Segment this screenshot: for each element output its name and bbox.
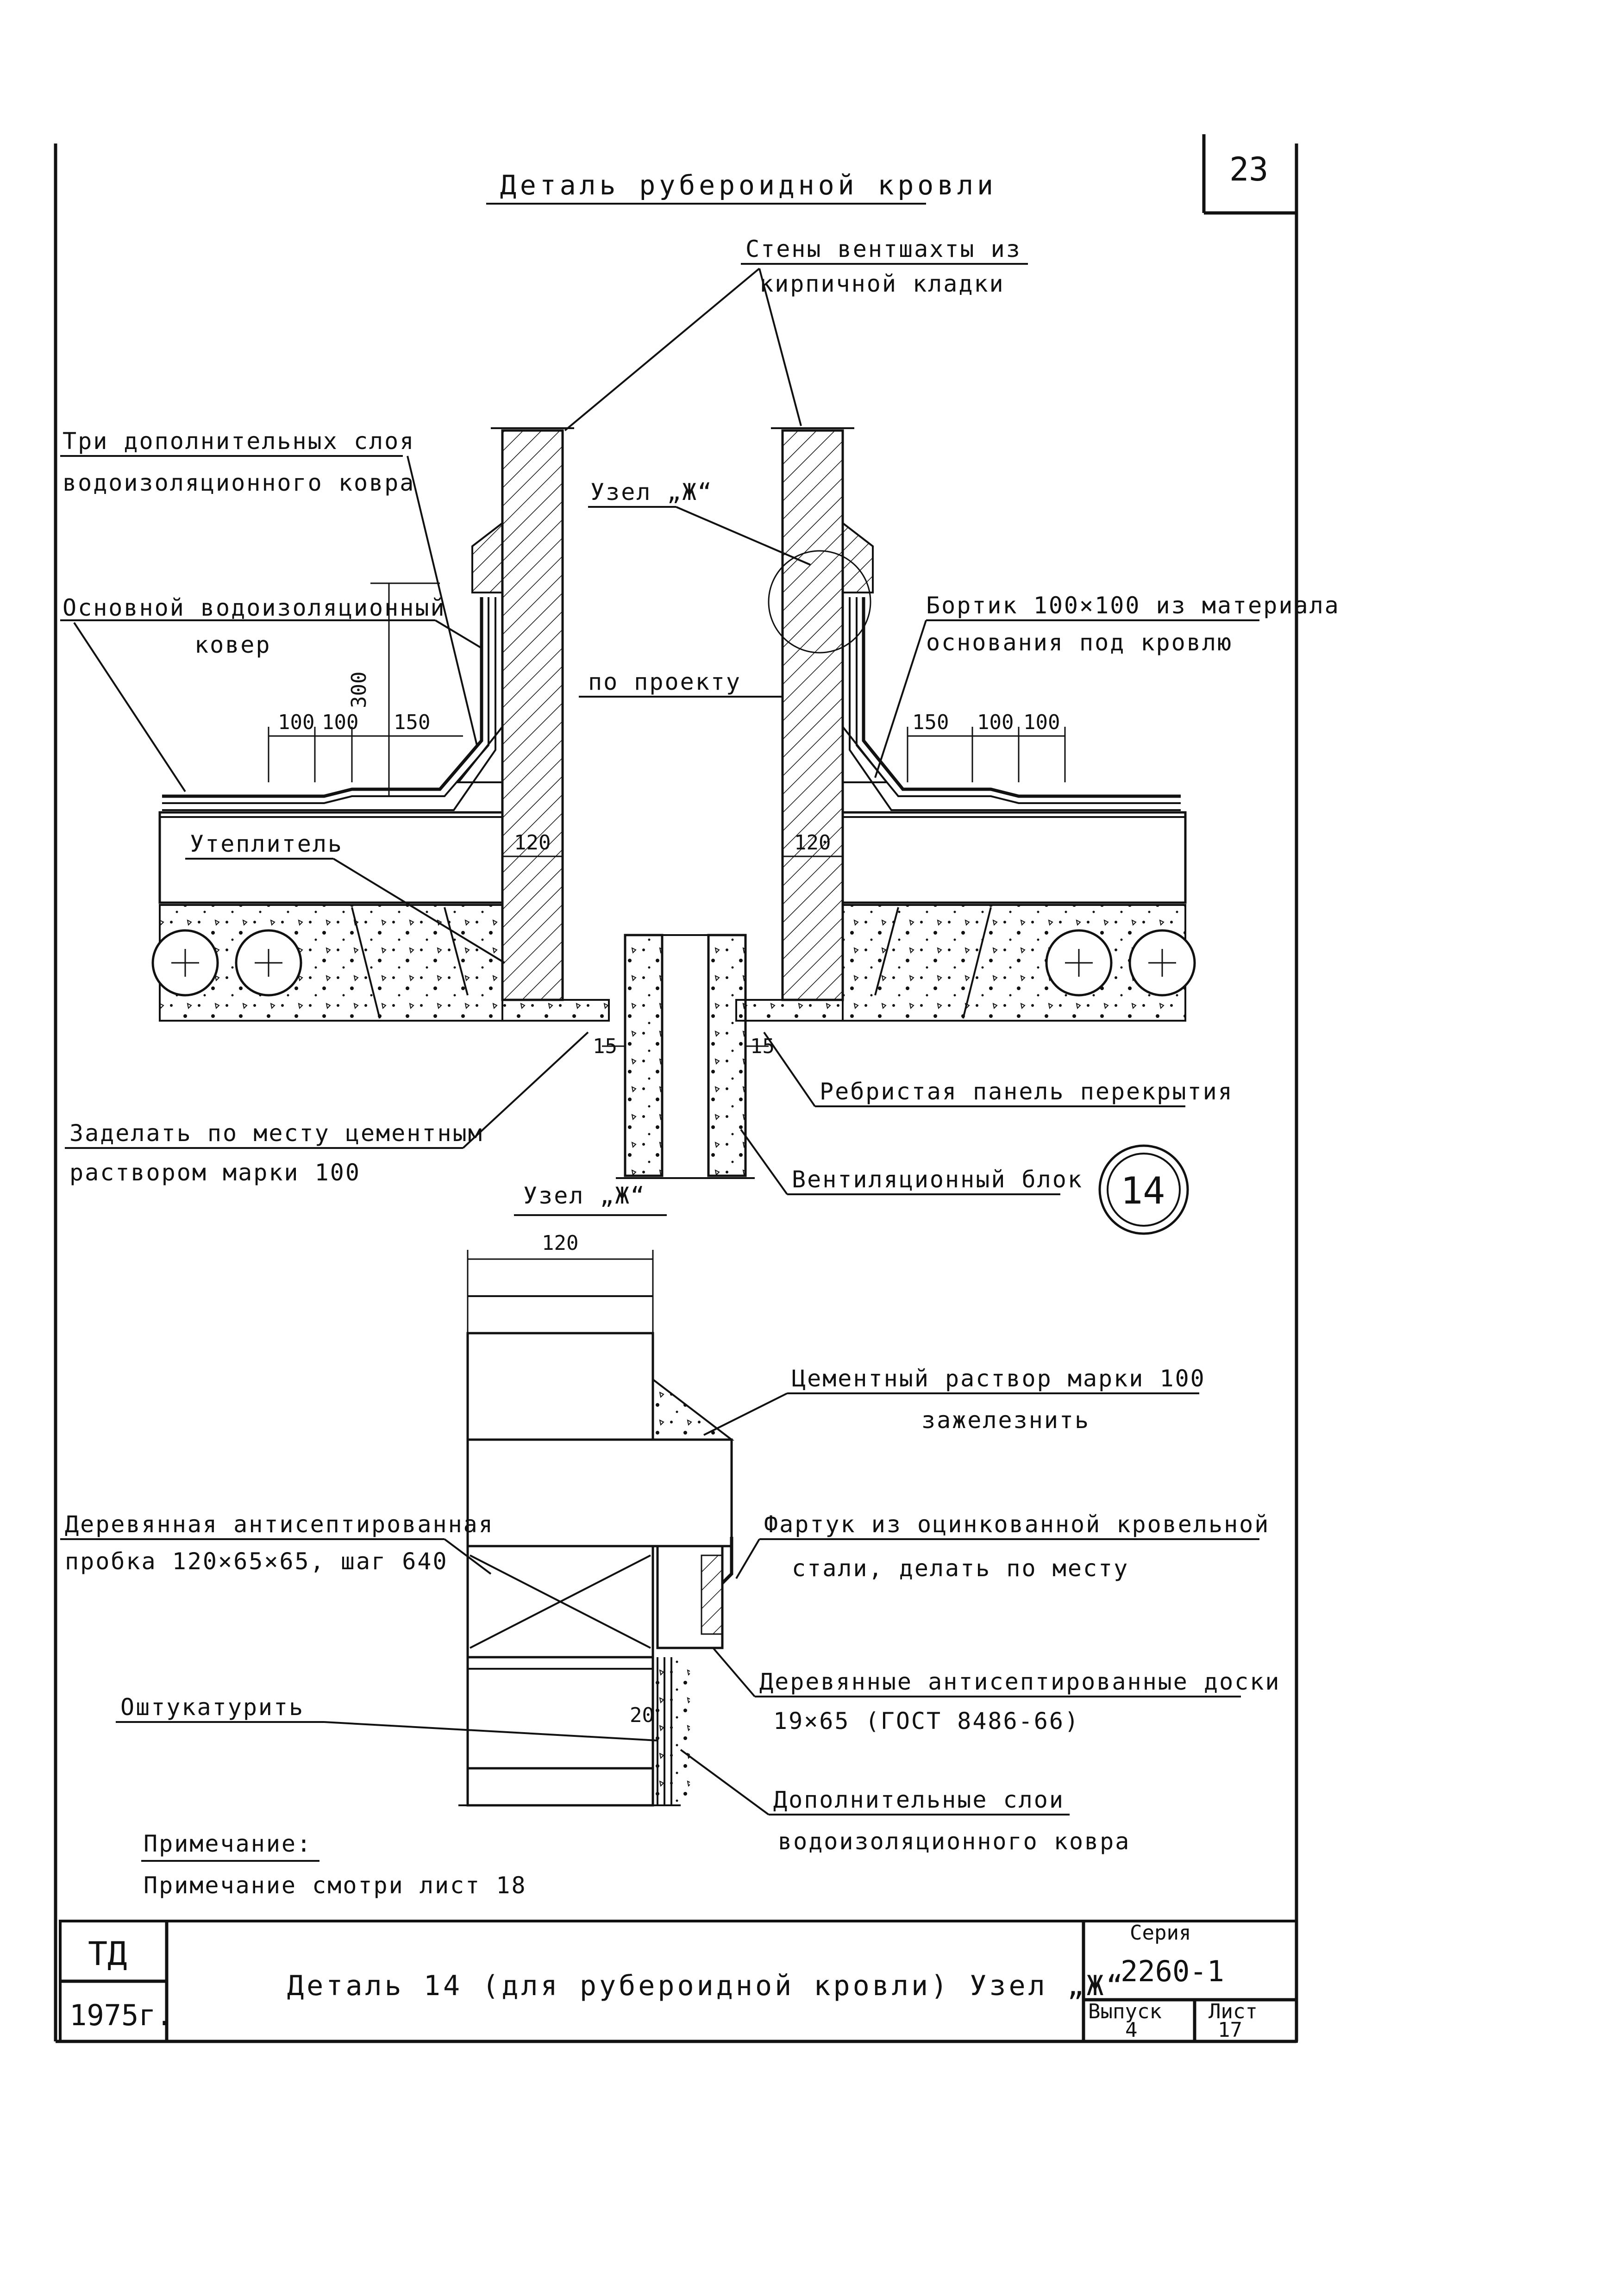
label-main-carpet-1: Основной водоизоляционный [63, 594, 446, 621]
node-labels: Цементный раствор марки 100 зажелезнить … [65, 1365, 1281, 1855]
dim-100-d: 100 [1023, 711, 1060, 734]
dim-120-b: 120 [794, 831, 831, 855]
main-section [151, 427, 1196, 1179]
label-plaster: Оштукатурить [120, 1694, 304, 1721]
dim-120-c: 120 [542, 1231, 578, 1255]
label-plug-2: пробка 120×65×65, шаг 640 [65, 1548, 448, 1575]
insulation-left [158, 811, 504, 904]
left-brick-wall [501, 429, 564, 1001]
page-title: Деталь рубероидной кровли [500, 169, 997, 201]
tb-sheet-value: 17 [1218, 2018, 1242, 2042]
label-per-project: по проекту [588, 668, 741, 695]
label-seal-1: Заделать по месту цементным [69, 1120, 483, 1147]
vent-block-left-wall [624, 934, 664, 1177]
dim-100-b: 100 [322, 711, 358, 734]
dim-20: 20 [630, 1703, 654, 1727]
dim-150-a: 150 [394, 711, 430, 734]
label-add-layers-1: Дополнительные слои [773, 1786, 1065, 1813]
tb-sheet-label: Лист [1209, 2000, 1258, 2023]
label-curb-1: Бортик 100×100 из материала [926, 592, 1340, 619]
insulation-right [841, 811, 1187, 904]
ribbed-panel-right [842, 904, 1186, 1022]
tb-name: Деталь 14 (для рубероидной кровли) Узел … [287, 1970, 1126, 2002]
label-cement-1: Цементный раствор марки 100 [792, 1365, 1206, 1392]
label-vent-block: Вентиляционный блок [792, 1166, 1083, 1193]
label-boards-2: 19×65 (ГОСТ 8486-66) [773, 1708, 1080, 1734]
label-apron-2: стали, делать по месту [792, 1555, 1129, 1582]
dim-150-b: 150 [912, 711, 949, 734]
tb-series-label: Серия [1130, 1921, 1191, 1945]
dim-100-a: 100 [278, 711, 314, 734]
label-seal-2: раствором марки 100 [69, 1159, 361, 1186]
label-extra-layers-1: Три дополнительных слоя [63, 428, 415, 455]
note-text: Примечание смотри лист 18 [144, 1872, 527, 1899]
detail-number-circle [1098, 1144, 1189, 1235]
dim-100-c: 100 [977, 711, 1014, 734]
note-title: Примечание: [144, 1830, 312, 1857]
dim-300: 300 [347, 672, 371, 708]
dim-15-b: 15 [750, 1035, 775, 1058]
detail-number: 14 [1121, 1169, 1165, 1212]
title-block [59, 1920, 1298, 2043]
label-extra-layers-2: водоизоляционного ковра [63, 469, 415, 496]
tb-issue-value: 4 [1125, 2018, 1138, 2042]
tb-series-value: 2260-1 [1121, 1954, 1224, 1988]
page-number: 23 [1229, 150, 1268, 188]
node-leaders: 20 [60, 1392, 1259, 1816]
label-plug-1: Деревянная антисептированная [65, 1511, 494, 1538]
dim-15-a: 15 [593, 1035, 617, 1058]
main-labels: Стены вентшахты из кирпичной кладки Три … [63, 236, 1340, 1193]
label-ribbed-panel: Ребристая панель перекрытия [820, 1078, 1234, 1105]
tb-year: 1975г. [69, 1998, 173, 2032]
label-main-carpet-2: ковер [194, 631, 271, 658]
label-boards-1: Деревянные антисептированные доски [759, 1668, 1281, 1695]
label-add-layers-2: водоизоляционного ковра [778, 1828, 1130, 1855]
label-shaft-walls-1: Стены вентшахты из [745, 236, 1021, 262]
main-leaders [60, 263, 1259, 1195]
label-shaft-walls-2: кирпичной кладки [759, 270, 1005, 297]
tb-org: ТД [88, 1935, 127, 1973]
ribbed-panel-left [159, 904, 503, 1022]
node-title: Узел „Ж“ [523, 1182, 646, 1209]
label-curb-2: основания под кровлю [926, 629, 1233, 656]
vent-block-right-wall [707, 934, 747, 1177]
tb-issue-label: Выпуск [1088, 2000, 1162, 2023]
label-insulation: Утеплитель [190, 830, 343, 857]
label-cement-2: зажелезнить [921, 1407, 1090, 1434]
label-apron-1: Фартук из оцинкованной кровельной [764, 1511, 1270, 1538]
dim-120-a: 120 [514, 831, 551, 855]
label-node-ref: Узел „Ж“ [590, 479, 713, 505]
main-dimensions: 300 100 100 150 120 120 150 100 100 15 1… [268, 582, 1066, 1058]
node-detail: 120 [458, 1231, 734, 1807]
right-brick-wall [781, 429, 844, 1001]
